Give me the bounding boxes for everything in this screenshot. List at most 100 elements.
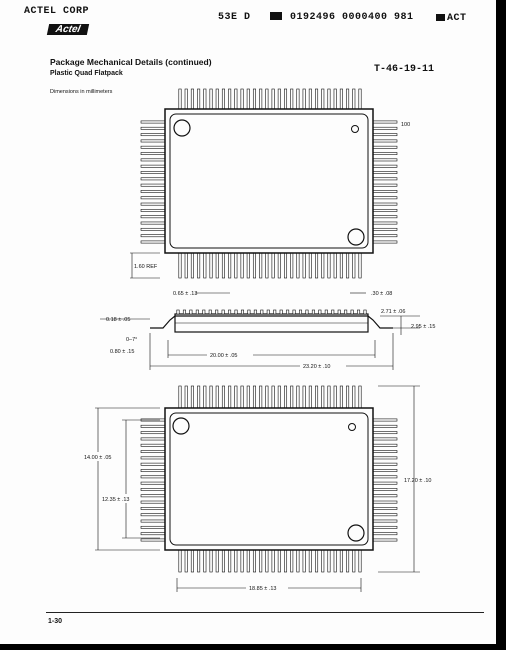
package-lead xyxy=(259,549,263,573)
package-lead xyxy=(271,88,275,110)
package-lead xyxy=(197,549,201,573)
package-lead xyxy=(178,252,182,279)
package-lead xyxy=(140,158,166,162)
package-lead xyxy=(215,309,219,315)
package-lead xyxy=(140,500,166,504)
package-lead xyxy=(203,88,207,110)
package-lead xyxy=(140,152,166,155)
package-lead xyxy=(315,252,319,279)
bottom-view-left-leads xyxy=(140,418,166,542)
header-code: 53E D xyxy=(218,12,251,23)
package-lead xyxy=(372,145,398,149)
package-lead xyxy=(372,513,398,517)
company-name: ACTEL CORP xyxy=(24,6,90,17)
package-lead xyxy=(333,252,337,279)
package-lead xyxy=(140,164,166,168)
package-lead xyxy=(190,385,194,409)
package-lead xyxy=(228,385,232,409)
package-lead xyxy=(265,385,269,409)
package-lead xyxy=(372,209,398,212)
package-lead xyxy=(321,385,325,409)
top-view-inner-outline xyxy=(169,113,369,249)
package-lead xyxy=(252,549,256,573)
top-view-top-leads xyxy=(178,88,362,110)
package-lead xyxy=(358,549,362,573)
package-lead xyxy=(352,252,356,279)
package-lead xyxy=(234,549,238,573)
package-lead xyxy=(182,309,186,315)
package-lead xyxy=(284,88,288,110)
package-lead xyxy=(372,488,398,491)
package-lead xyxy=(271,385,275,409)
package-lead xyxy=(277,385,281,409)
package-lead xyxy=(240,252,244,279)
package-lead xyxy=(372,475,398,479)
package-lead xyxy=(302,252,306,279)
package-lead xyxy=(372,221,398,225)
black-square-mark xyxy=(436,14,445,21)
lead-width-label: .30 ± .08 xyxy=(371,291,392,297)
package-lead xyxy=(253,309,257,315)
package-lead xyxy=(292,309,296,315)
package-lead xyxy=(140,469,166,472)
package-lead xyxy=(140,488,166,491)
package-lead xyxy=(346,385,350,409)
package-lead xyxy=(140,538,166,542)
body-width-label-bg xyxy=(84,452,124,461)
package-lead xyxy=(178,88,182,110)
units-note: Dimensions in millimeters xyxy=(50,89,113,95)
package-lead xyxy=(140,202,166,206)
package-lead xyxy=(140,437,166,441)
package-lead xyxy=(178,549,182,573)
package-lead xyxy=(140,133,166,137)
package-lead xyxy=(296,549,300,573)
lead-span-label-bg xyxy=(246,583,288,592)
span-label-bg xyxy=(100,494,140,503)
package-lead xyxy=(140,126,166,130)
package-lead xyxy=(203,549,207,573)
overall-length-label: 23.20 ± .10 xyxy=(303,364,330,370)
top-view-left-leads xyxy=(140,120,166,244)
package-lead xyxy=(252,385,256,409)
package-lead xyxy=(372,171,398,174)
package-lead xyxy=(184,252,188,279)
package-lead xyxy=(302,549,306,573)
package-lead xyxy=(246,549,250,573)
package-lead xyxy=(333,88,337,110)
package-lead xyxy=(140,525,166,529)
package-lead xyxy=(140,227,166,231)
header-suffix: ACT xyxy=(447,13,467,24)
package-lead xyxy=(299,309,303,315)
package-lead xyxy=(178,385,182,409)
package-lead xyxy=(176,309,180,315)
package-lead xyxy=(339,252,343,279)
package-lead xyxy=(140,475,166,479)
bottom-view-top-leads xyxy=(178,385,362,409)
package-lead xyxy=(234,385,238,409)
package-lead xyxy=(259,252,263,279)
bottom-view-inner-outline xyxy=(169,412,369,546)
package-lead xyxy=(372,418,398,422)
package-lead xyxy=(140,234,166,238)
pitch-label: 0.65 ± .13 xyxy=(173,291,197,297)
package-lead xyxy=(331,309,335,315)
package-lead xyxy=(279,309,283,315)
bottom-view: 14.00 ± .05 12.35 ± .13 17.20 ± .10 18.8… xyxy=(84,385,431,592)
package-lead xyxy=(352,549,356,573)
package-lead xyxy=(372,196,398,200)
package-lead xyxy=(372,500,398,504)
top-view-bottom-leads xyxy=(178,252,362,279)
package-lead xyxy=(209,549,213,573)
package-lead xyxy=(266,309,270,315)
package-lead xyxy=(277,88,281,110)
side-view-lead-profile xyxy=(150,315,393,329)
package-lead xyxy=(344,309,348,315)
package-lead xyxy=(290,88,294,110)
package-lead xyxy=(221,549,225,573)
package-lead xyxy=(327,549,331,573)
total-height-label: 2.95 ± .15 xyxy=(411,324,435,330)
package-lead xyxy=(339,385,343,409)
package-lead xyxy=(358,88,362,110)
package-lead xyxy=(209,252,213,279)
package-lead xyxy=(327,88,331,110)
